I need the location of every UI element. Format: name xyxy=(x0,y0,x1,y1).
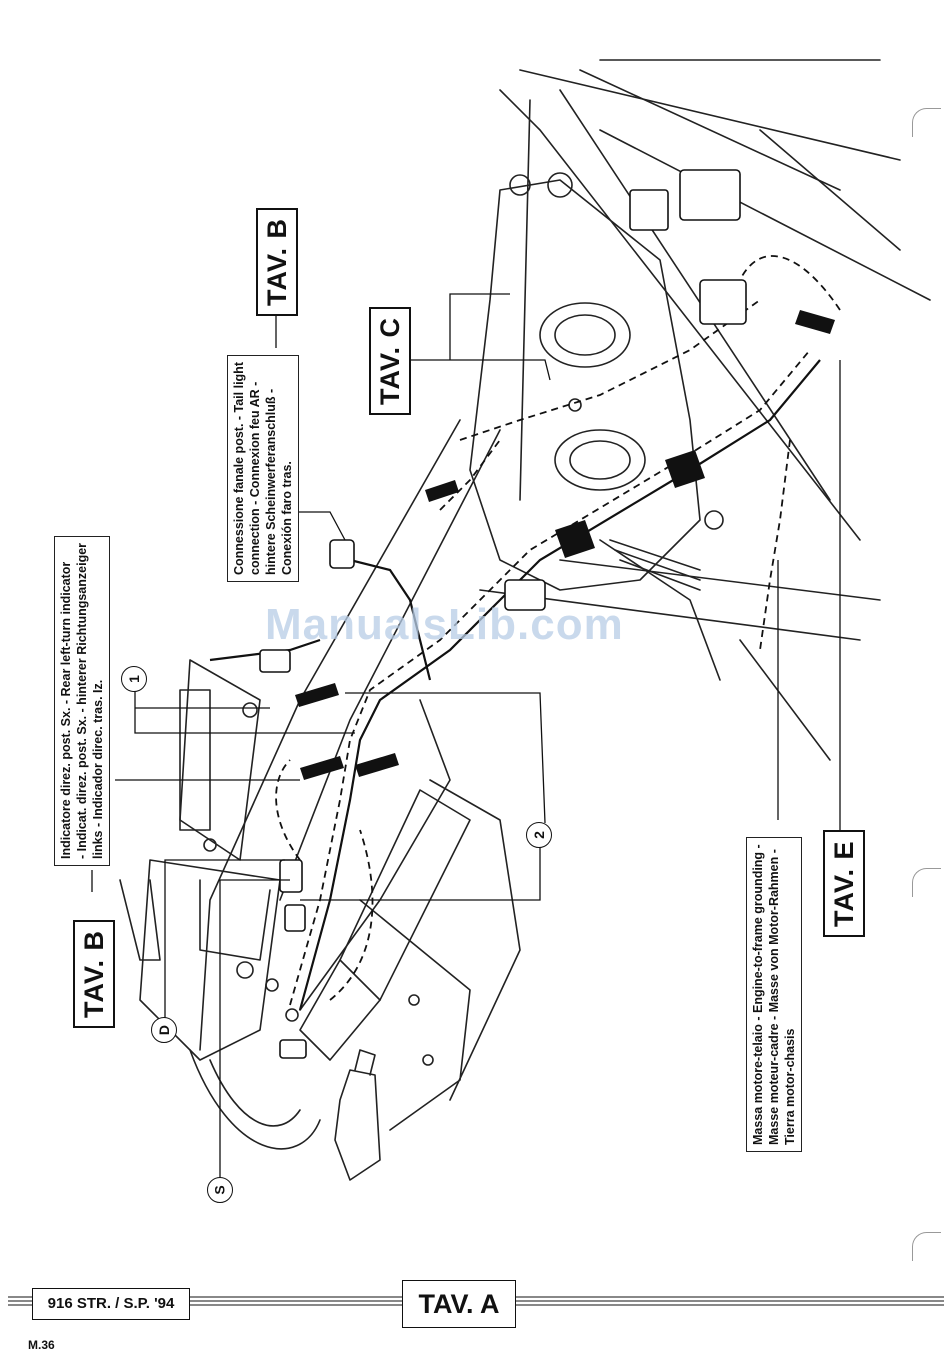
callout-tail-light-line-2: connection - Connexion feu AR - xyxy=(248,381,262,575)
callout-tail-light: Connessione fanale post. - Tail light co… xyxy=(227,355,299,582)
leader-marker-1 xyxy=(134,685,355,734)
rear-turn-signal xyxy=(334,1069,381,1181)
marker-2-label: 2 xyxy=(530,831,547,839)
footer-model-box: 916 STR. / S.P. '94 xyxy=(32,1288,190,1320)
leader-marker-s xyxy=(219,879,290,1178)
footer-model-text: 916 STR. / S.P. '94 xyxy=(47,1295,175,1312)
marker-s: S xyxy=(207,1177,233,1203)
marker-d: D xyxy=(151,1017,177,1043)
frame-tube-upper xyxy=(519,69,901,161)
marker-s-label: S xyxy=(212,1185,228,1195)
main-harness-dashed xyxy=(289,349,811,1006)
watermark: ManualsLib.com xyxy=(265,600,624,649)
callout-engine-ground: Massa motore-telaio - Engine-to-frame gr… xyxy=(746,837,802,1152)
callout-left-turn-line-2: - Indicat. direz. post. Sx. - hinterer R… xyxy=(75,542,89,859)
binder-hole-2 xyxy=(912,868,941,897)
footer-rule-right xyxy=(516,1296,944,1308)
marker-2: 2 xyxy=(526,822,552,848)
callout-left-turn-indicator: Indicatore direz. post. Sx. - Rear left-… xyxy=(54,535,110,866)
callout-ground-line-3: Tierra motor-chasis xyxy=(783,1028,797,1145)
binder-hole-1 xyxy=(912,108,941,137)
footer-page-number: M.36 xyxy=(28,1338,55,1352)
tav-b-left-box: TAV. B xyxy=(73,919,115,1028)
footer-tav-a-text: TAV. A xyxy=(418,1289,500,1319)
callout-left-turn-line-1: Indicatore direz. post. Sx. - Rear left-… xyxy=(59,561,73,859)
callout-tail-light-line-1: Connessione fanale post. - Tail light xyxy=(232,362,246,575)
callout-ground-line-1: Massa motore-telaio - Engine-to-frame gr… xyxy=(751,844,765,1145)
footer-tav-a-box: TAV. A xyxy=(402,1280,516,1328)
binder-hole-3 xyxy=(912,1232,941,1261)
leader-marker-2 xyxy=(300,692,546,901)
callout-ground-line-2: Masse moteur-cadre - Masse von Motor-Rah… xyxy=(767,849,781,1145)
callout-tail-light-line-4: Conexión faro tras. xyxy=(280,461,294,575)
callout-left-turn-line-3: links - Indicador direc. tras. Iz. xyxy=(91,679,105,859)
marker-1-label: 1 xyxy=(125,675,142,683)
rear-subframe xyxy=(199,419,461,1051)
callout-tail-light-line-3: hintere Scheinwerferanschluß - xyxy=(264,388,278,575)
footer-rule-left xyxy=(8,1296,32,1308)
tav-c-box: TAV. C xyxy=(369,306,411,415)
footer-rule-middle xyxy=(190,1296,402,1308)
tail-light-connector xyxy=(329,539,355,569)
marker-d-label: D xyxy=(156,1024,172,1036)
main-harness-solid xyxy=(298,359,821,1011)
tav-e-box: TAV. E xyxy=(823,830,865,937)
exhaust-silencer xyxy=(339,789,471,1001)
leader-marker-d xyxy=(164,859,285,1018)
marker-1: 1 xyxy=(121,666,147,692)
frame-tube-main xyxy=(499,89,861,541)
leader-tav-c xyxy=(405,293,551,381)
tav-b-top-box: TAV. B xyxy=(256,207,298,316)
engine-block-outline xyxy=(469,179,701,591)
